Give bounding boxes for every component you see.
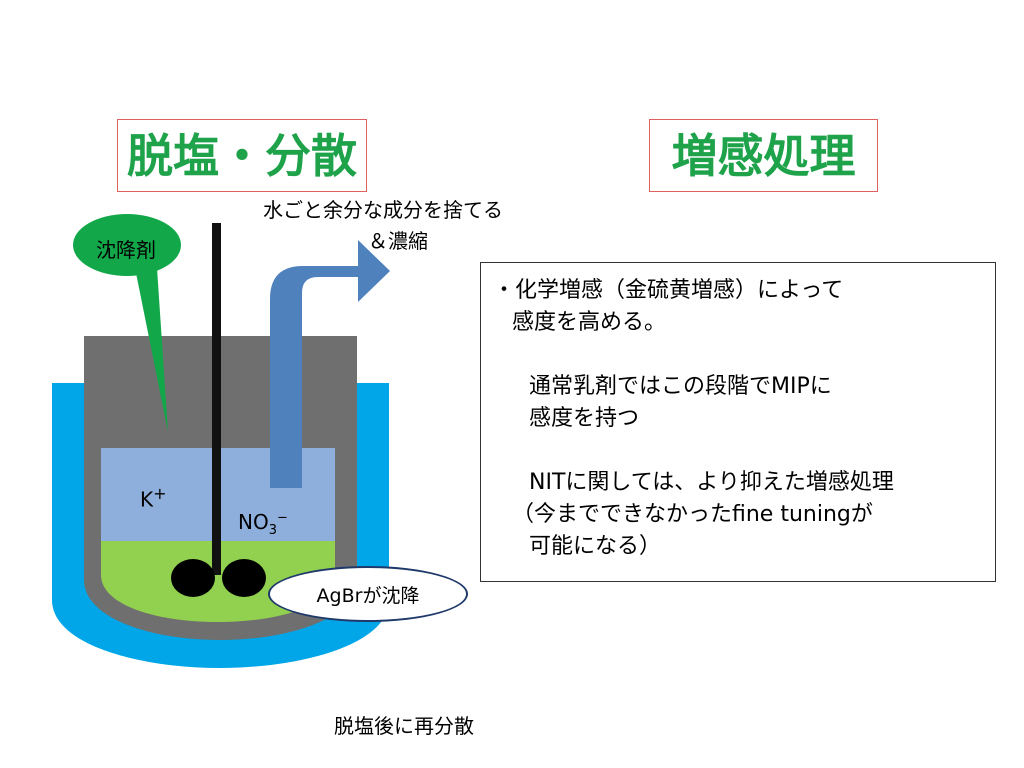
ion-no3-symbol: NO [238,510,269,534]
diagram-caption: 脱塩後に再分散 [334,714,474,738]
title-sensitization: 増感処理 [649,119,878,192]
impeller-blade-left [171,559,215,597]
info-line-1: ・化学増感（金硫黄増感）によって [493,278,844,303]
impeller-blade-right [222,559,266,597]
info-line-2: 感度を高める。 [512,310,667,335]
title-desalting-dispersion: 脱塩・分散 [117,119,367,192]
stirrer-rod [212,223,221,575]
ion-k-charge: + [153,484,167,503]
info-line-4: 感度を持つ [529,406,640,431]
discard-label-line1: 水ごと余分な成分を捨てる [263,198,503,222]
title-sensitization-text: 増感処理 [671,128,856,183]
info-line-7: 可能になる） [529,534,662,559]
ion-k-symbol: K [140,487,154,512]
precipitant-label: 沈降剤 [96,238,156,262]
ion-no3-charge: − [276,510,288,526]
agbr-bubble: AgBrが沈降 [268,566,468,622]
discard-label-line2: ＆濃縮 [368,229,428,253]
info-line-6: （今までできなかったfine tuningが [512,502,873,527]
precipitant-bubble-shape [73,214,181,276]
sensitization-info-box: ・化学増感（金硫黄増感）によって 感度を高める。 通常乳剤ではこの段階でMIPに… [480,262,996,582]
info-line-3: 通常乳剤ではこの段階でMIPに [529,374,832,399]
discard-arrow [270,240,390,488]
agbr-bubble-text: AgBrが沈降 [316,584,420,607]
ion-k-label: K+ [140,484,167,512]
title-desalting-dispersion-text: 脱塩・分散 [127,128,357,183]
ion-no3-label: NO3− [238,510,288,538]
info-line-5: NITに関しては、より抑えた増感処理 [529,470,894,495]
ion-no3-subscript: 3 [268,523,277,538]
precipitant-bubble-tail [135,268,168,432]
